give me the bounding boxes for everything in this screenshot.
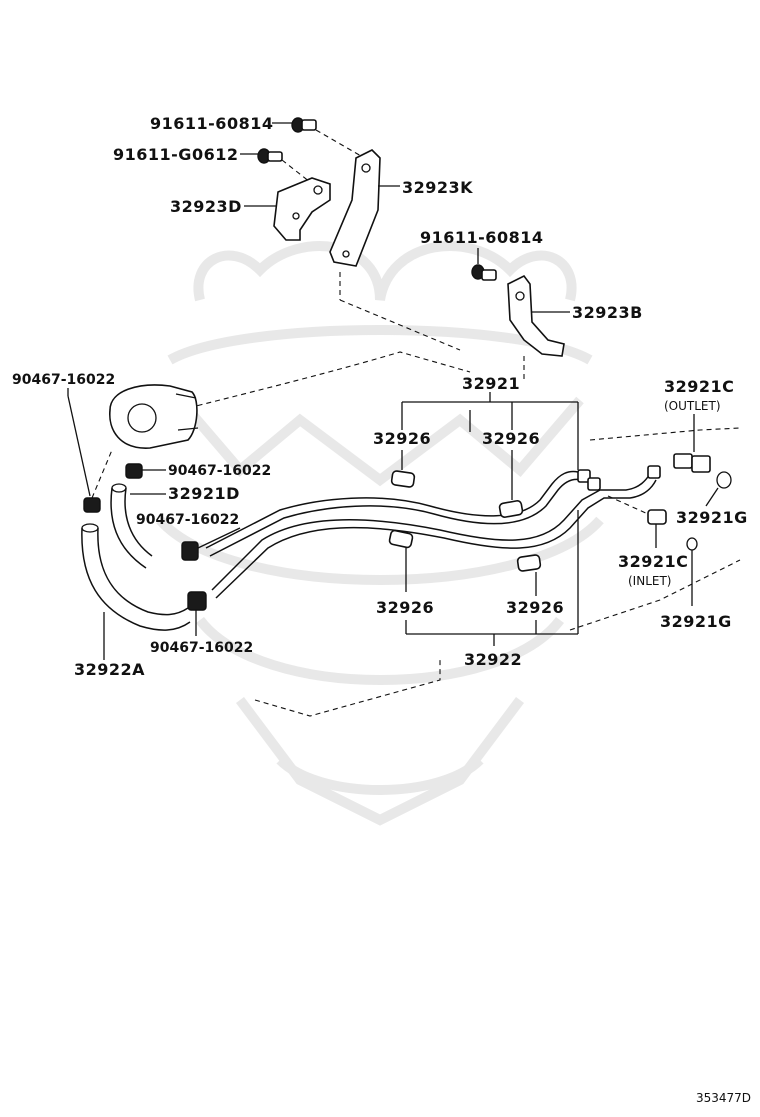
label-grommet-a2: 32926 bbox=[482, 429, 540, 448]
bracket-32923k bbox=[329, 149, 461, 351]
hose-32921d bbox=[110, 483, 166, 569]
cooler-tubes bbox=[205, 465, 661, 599]
bolt-91611-60814-right bbox=[471, 248, 497, 281]
label-bracket-d: 32923D bbox=[170, 197, 242, 216]
label-grommet-b2: 32926 bbox=[506, 598, 564, 617]
label-hose-a: 32922A bbox=[74, 660, 145, 679]
label-outlet-note: (OUTLET) bbox=[664, 399, 721, 413]
clip-left bbox=[83, 449, 113, 513]
watermark-emblem bbox=[156, 241, 604, 826]
label-clip-bottom: 90467-16022 bbox=[150, 640, 253, 656]
label-hose-d: 32921D bbox=[168, 484, 240, 503]
bolt-91611-g0612 bbox=[240, 148, 311, 183]
clip-bottom bbox=[187, 591, 207, 636]
label-bolt-top: 91611-60814 bbox=[150, 114, 273, 133]
label-grommet-b1: 32926 bbox=[376, 598, 434, 617]
bracket-32921 bbox=[401, 392, 579, 500]
label-gasket-g1: 32921G bbox=[676, 508, 748, 527]
bracket-32922 bbox=[405, 510, 579, 646]
label-bracket-k: 32923K bbox=[402, 178, 473, 197]
radiator-housing bbox=[109, 384, 199, 449]
grommet-b1 bbox=[388, 529, 414, 549]
label-grommet-a1: 32926 bbox=[373, 429, 431, 448]
bolt-91611-60814-top bbox=[272, 117, 369, 161]
label-clip-upper-left: 90467-16022 bbox=[12, 372, 115, 388]
label-outlet-union: 32921C bbox=[664, 377, 734, 396]
clip-mid bbox=[125, 463, 166, 479]
label-tube-assy-2: 32922 bbox=[464, 650, 522, 669]
grommet-a1 bbox=[390, 470, 416, 488]
label-tube-assy: 32921 bbox=[462, 374, 520, 393]
gasket-g2 bbox=[686, 537, 698, 606]
label-inlet-note: (INLET) bbox=[628, 574, 671, 588]
union-outlet bbox=[673, 414, 711, 473]
union-inlet bbox=[607, 495, 667, 548]
leader-clip-upper-left-2 bbox=[67, 395, 91, 497]
figure-number: 353477D bbox=[696, 1091, 751, 1105]
label-clip-lower-mid: 90467-16022 bbox=[136, 512, 239, 528]
clip-lower-mid bbox=[181, 527, 241, 561]
label-inlet-union: 32921C bbox=[618, 552, 688, 571]
grommet-a2 bbox=[498, 500, 524, 518]
label-bracket-b: 32923B bbox=[572, 303, 643, 322]
hose-32922a bbox=[81, 523, 191, 631]
gasket-g1 bbox=[705, 471, 732, 507]
bracket-32923d bbox=[244, 177, 331, 241]
grommet-b2 bbox=[516, 554, 542, 572]
vehicle-outline bbox=[179, 351, 741, 717]
label-bolt-right: 91611-60814 bbox=[420, 228, 543, 247]
label-clip-mid: 90467-16022 bbox=[168, 463, 271, 479]
label-gasket-g2: 32921G bbox=[660, 612, 732, 631]
label-bolt-mid: 91611-G0612 bbox=[113, 145, 238, 164]
bracket-32923b bbox=[507, 274, 570, 380]
